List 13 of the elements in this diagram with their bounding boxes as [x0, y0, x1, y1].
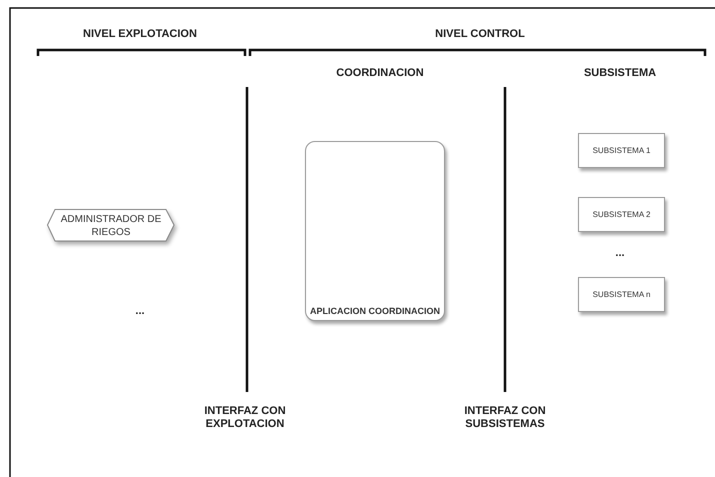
level-heading: NIVEL CONTROL: [434, 28, 526, 41]
application-panel: APLICACION COORDINACION: [305, 141, 445, 321]
level-heading: NIVEL EXPLOTACION: [82, 28, 198, 41]
interface-label: INTERFAZ CON SUBSISTEMAS: [463, 405, 547, 431]
subsystem-box: SUBSISTEMA n: [578, 277, 665, 312]
interface-label: INTERFAZ CON EXPLOTACION: [203, 405, 287, 431]
subsystem-box: SUBSISTEMA 1: [578, 133, 665, 168]
section-heading: SUBSISTEMA: [582, 67, 658, 80]
hexagon-node: ADMINISTRADOR DE RIEGOS: [47, 209, 175, 242]
ellipsis-text: ...: [134, 305, 146, 318]
section-heading: COORDINACION: [335, 67, 425, 80]
ellipsis-text: ...: [614, 247, 626, 260]
subsystem-box: SUBSISTEMA 2: [578, 197, 665, 232]
